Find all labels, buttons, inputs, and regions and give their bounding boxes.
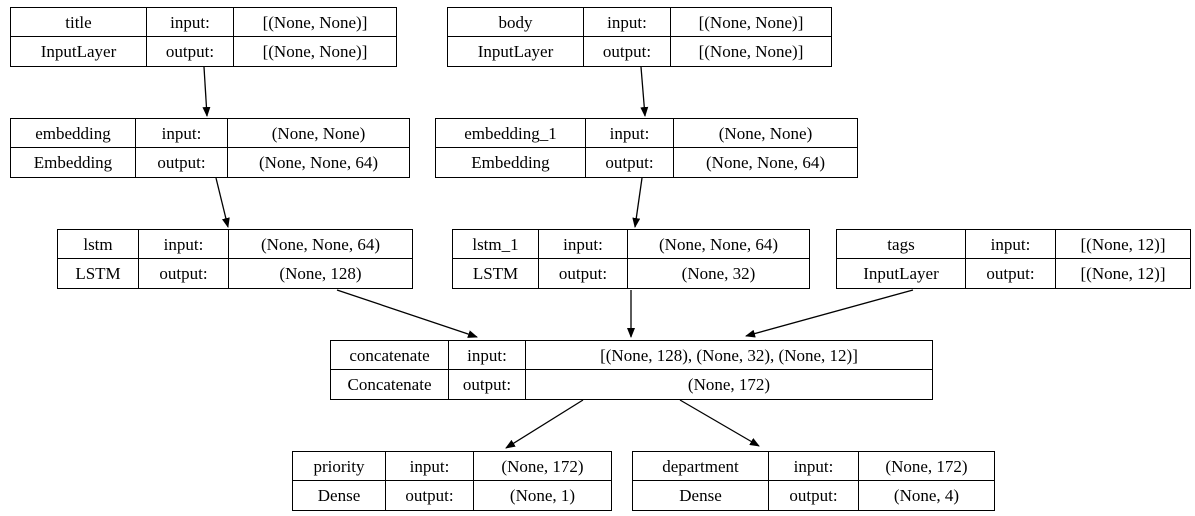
node-tags: tags input: [(None, 12)] InputLayer outp… [836,229,1191,289]
layer-name: priority [293,452,386,481]
node-body: body input: [(None, None)] InputLayer ou… [447,7,832,67]
layer-name: body [448,8,584,37]
input-shape: [(None, None)] [671,8,831,37]
layer-type: InputLayer [837,259,966,288]
input-label: input: [147,8,234,37]
node-title: title input: [(None, None)] InputLayer o… [10,7,397,67]
input-label: input: [584,8,671,37]
node-lstm_1: lstm_1 input: (None, None, 64) LSTM outp… [452,229,810,289]
edge-embedding_1-lstm_1 [632,177,643,228]
node-embedding: embedding input: (None, None) Embedding … [10,118,410,178]
output-shape: (None, None, 64) [259,153,378,172]
input-label: input: [966,230,1056,259]
layer-type: Embedding [436,148,586,177]
input-shape: [(None, 128), (None, 32), (None, 12)] [526,341,932,370]
input-label: input: [136,119,228,148]
layer-type: InputLayer [11,37,147,66]
output-label: output: [769,481,859,510]
layer-type: InputLayer [448,37,584,66]
edge-concatenate-priority [505,399,584,449]
input-label: input: [586,119,674,148]
layer-type: Embedding [11,148,136,177]
input-shape: (None, 172) [474,452,611,481]
node-priority: priority input: (None, 172) Dense output… [292,451,612,511]
output-label: output: [966,259,1056,288]
output-label: output: [386,481,474,510]
output-shape: [(None, None)] [698,42,804,61]
layer-name: concatenate [331,341,449,370]
output-label: output: [147,37,234,66]
layer-type: LSTM [58,259,139,288]
input-shape: [(None, None)] [234,8,396,37]
node-lstm: lstm input: (None, None, 64) LSTM output… [57,229,413,289]
layer-name: tags [837,230,966,259]
input-shape: [(None, 12)] [1056,230,1190,259]
layer-name: embedding_1 [436,119,586,148]
layer-name: lstm_1 [453,230,539,259]
layer-name: title [11,8,147,37]
output-label: output: [139,259,229,288]
layer-type: Dense [293,481,386,510]
input-label: input: [769,452,859,481]
input-shape: (None, None, 64) [628,230,809,259]
output-shape: (None, 172) [687,375,771,394]
input-shape: (None, None) [228,119,409,148]
edge-lstm-concatenate [336,289,478,338]
input-shape: (None, None, 64) [229,230,412,259]
input-shape: (None, None) [674,119,857,148]
output-label: output: [584,37,671,66]
layer-name: embedding [11,119,136,148]
output-label: output: [586,148,674,177]
output-shape: [(None, 12)] [1080,264,1166,283]
output-shape: (None, 1) [509,486,576,505]
output-shape: (None, 32) [681,264,756,283]
input-label: input: [139,230,229,259]
edge-body-embedding_1 [640,66,649,117]
node-department: department input: (None, 172) Dense outp… [632,451,995,511]
node-embedding_1: embedding_1 input: (None, None) Embeddin… [435,118,858,178]
output-label: output: [136,148,228,177]
layer-type: LSTM [453,259,539,288]
layer-type: Dense [633,481,769,510]
output-label: output: [449,370,526,399]
input-shape: (None, 172) [859,452,994,481]
output-shape: (None, 128) [279,264,362,283]
input-label: input: [386,452,474,481]
input-label: input: [449,341,526,370]
input-label: input: [539,230,628,259]
edge-embedding-lstm [215,177,230,228]
edge-concatenate-department [679,399,760,447]
output-label: output: [539,259,628,288]
layer-name: lstm [58,230,139,259]
output-shape: (None, 4) [893,486,960,505]
layer-name: department [633,452,769,481]
layer-type: Concatenate [331,370,449,399]
node-concatenate: concatenate input: [(None, 128), (None, … [330,340,933,400]
edge-tags-concatenate [745,289,914,338]
output-shape: [(None, None)] [262,42,368,61]
edge-title-embedding [202,66,211,117]
output-shape: (None, None, 64) [706,153,825,172]
